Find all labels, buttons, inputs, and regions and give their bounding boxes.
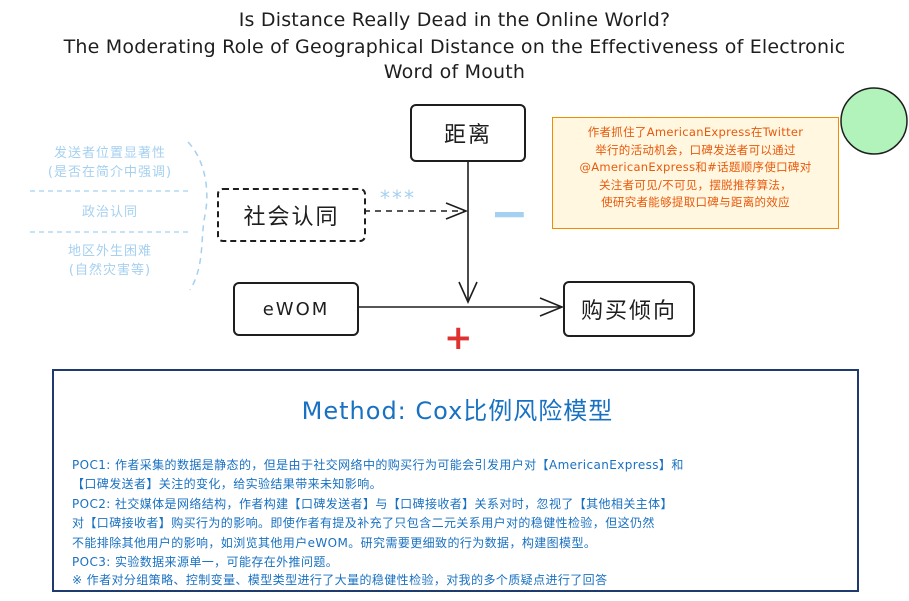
note-box: 作者抓住了AmericanExpress在Twitter 举行的活动机会，口碑发… [552, 117, 839, 229]
method-line-1: POC1: 作者采集的数据是静态的，但是由于社交网络中的购买行为可能会引发用户对… [72, 458, 684, 472]
side-factor-3-detail: (自然灾害等) [68, 263, 152, 278]
note-line-5: 使研究者能够提取口碑与距离的效应 [601, 195, 790, 209]
title-line-3: Word of Mouth [383, 61, 526, 83]
title-line-1: Is Distance Really Dead in the Online Wo… [238, 9, 671, 31]
minus-sign: − [490, 186, 529, 240]
node-purchase-intent: 购买倾向 [563, 281, 695, 337]
method-line-7: ※ 作者对分组策略、控制变量、模型类型进行了大量的稳健性检验，对我的多个质疑点进… [72, 573, 608, 587]
side-bracket [187, 141, 208, 291]
distance-arrow-head [458, 281, 478, 304]
note-line-1: 作者抓住了AmericanExpress在Twitter [587, 125, 804, 139]
side-factor-1-detail: (是否在简介中强调) [47, 165, 173, 180]
title-line-2: The Moderating Role of Geographical Dist… [63, 36, 846, 58]
identity-arrow-head [445, 202, 469, 220]
side-factor-3: 地区外生困难 [67, 244, 152, 259]
plus-sign: + [444, 318, 473, 358]
node-social-identity: 社会认同 [217, 188, 366, 242]
note-line-4: 关注者可见/不可见，摆脱推荐算法， [599, 177, 792, 192]
side-factor-1: 发送者位置显著性 [53, 146, 166, 161]
significance-label: *** [380, 186, 416, 210]
note-line-2: 举行的活动机会，口碑发送者可以通过 [595, 142, 796, 157]
node-ewom: eWOM [233, 282, 359, 336]
method-line-3: POC2: 社交媒体是网络结构，作者构建【口碑发送者】与【口碑接收者】关系对时，… [72, 497, 673, 511]
method-box: Method: Cox比例风险模型 POC1: 作者采集的数据是静态的，但是由于… [52, 369, 859, 592]
ewom-arrow-head [539, 297, 565, 317]
method-title: Method: Cox比例风险模型 [301, 397, 614, 425]
method-line-6: POC3: 实验数据来源单一，可能存在外推问题。 [72, 555, 339, 569]
node-distance: 距离 [410, 104, 526, 162]
method-line-2: 【口碑发送者】关注的变化，给实验结果带来未知影响。 [72, 477, 383, 491]
green-circle-icon [840, 87, 908, 155]
method-line-5: 不能排除其他用户的影响，如浏览其他用户eWOM。研究需要更细致的行为数据，构建图… [72, 536, 597, 550]
side-factor-2: 政治认同 [81, 205, 138, 220]
method-line-4: 对【口碑接收者】购买行为的影响。即使作者有提及补充了只包含二元关系用户对的稳健性… [72, 516, 655, 530]
note-line-3: @AmericanExpress和#话题顺序使口碑对 [579, 160, 812, 174]
